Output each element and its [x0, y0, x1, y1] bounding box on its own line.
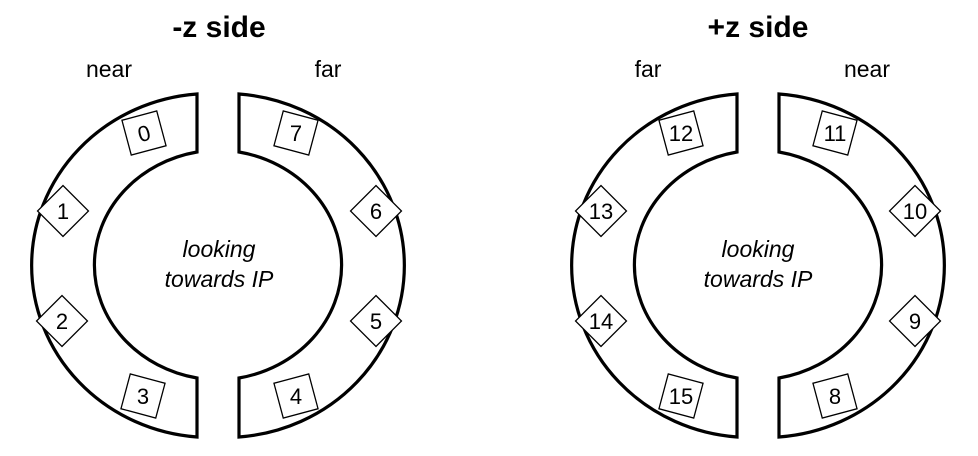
sector-12: 12: [658, 110, 704, 156]
left-half-ring: [570, 92, 739, 439]
right-half-ring: [777, 92, 946, 439]
sector-number: 10: [903, 199, 927, 224]
sector-14: 14: [574, 294, 628, 348]
sector-1: 1: [36, 184, 90, 238]
sector-8: 8: [812, 373, 858, 419]
sector-number: 9: [909, 309, 921, 334]
sector-6: 6: [349, 184, 403, 238]
sector-11: 11: [812, 110, 858, 156]
sector-number: 14: [589, 309, 613, 334]
sector-number: 1: [57, 199, 69, 224]
left-half-label: far: [635, 56, 662, 82]
sector-3: 3: [120, 373, 166, 419]
sector-5: 5: [349, 294, 403, 348]
sector-15: 15: [658, 373, 704, 419]
center-caption-line2: towards IP: [704, 266, 813, 292]
panel-plus-z: +z side far near looking towards IP 12 1…: [570, 11, 946, 439]
sector-4: 4: [273, 373, 319, 419]
sector-number: 11: [824, 121, 847, 146]
center-caption-line1: looking: [722, 236, 795, 262]
left-half-ring: [30, 92, 199, 439]
sector-0: 0: [121, 110, 167, 156]
right-half-ring: [237, 92, 406, 439]
panel-minus-z: -z side near far looking towards IP 0 1 …: [30, 11, 406, 439]
center-caption-line1: looking: [183, 236, 256, 262]
sector-number: 3: [137, 384, 149, 409]
sector-13: 13: [574, 184, 628, 238]
sector-number: 5: [370, 309, 382, 334]
panel-title: +z side: [708, 11, 809, 44]
sector-number: 6: [370, 199, 382, 224]
left-half-label: near: [86, 56, 132, 82]
sector-7: 7: [273, 110, 319, 156]
panel-title: -z side: [172, 11, 265, 44]
sector-number: 15: [669, 384, 693, 409]
sector-number: 2: [56, 309, 68, 334]
sector-2: 2: [35, 294, 89, 348]
sector-number: 12: [669, 121, 693, 146]
sector-number: 4: [290, 384, 302, 409]
center-caption-line2: towards IP: [165, 266, 274, 292]
sector-10: 10: [888, 184, 942, 238]
sector-number: 13: [589, 199, 613, 224]
sector-number: 7: [290, 121, 302, 146]
right-half-label: far: [315, 56, 342, 82]
sector-9: 9: [888, 294, 942, 348]
right-half-label: near: [844, 56, 890, 82]
sector-number: 8: [829, 384, 841, 409]
